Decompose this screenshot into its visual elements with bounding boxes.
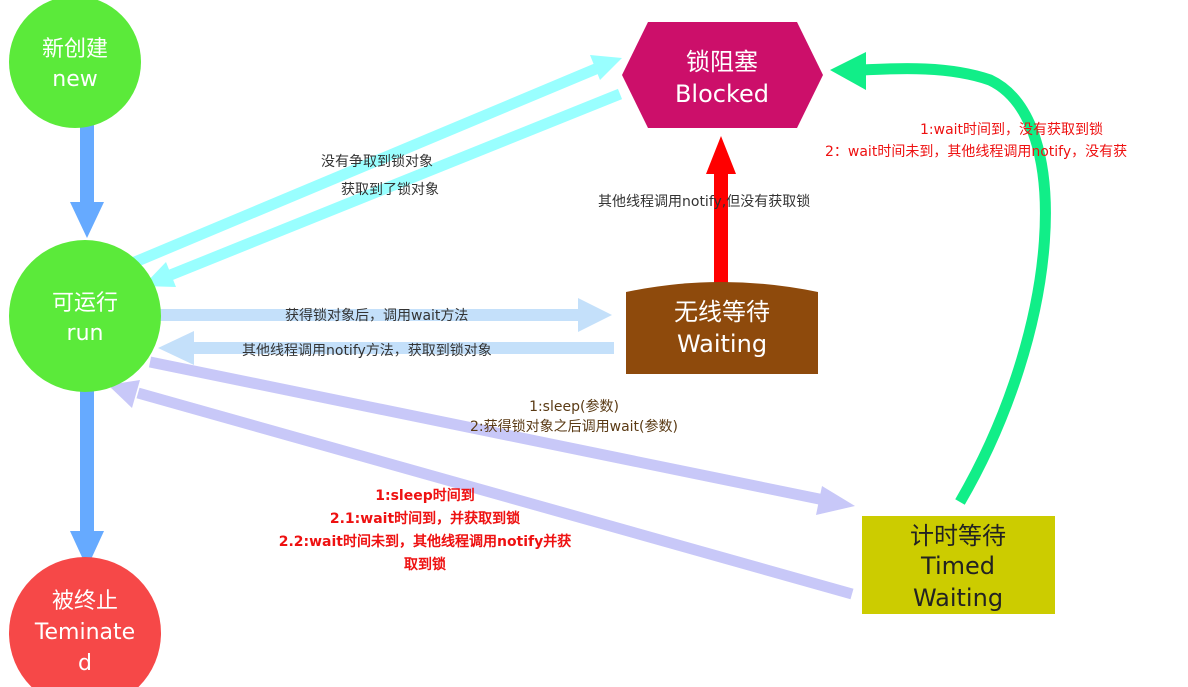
- state-terminated: 被终止 Teminate d: [9, 557, 161, 687]
- state-blocked-label-en: Blocked: [675, 80, 769, 108]
- label-run-to-blocked: 没有争取到锁对象: [321, 154, 433, 170]
- state-run-shape: [9, 240, 161, 392]
- state-new-label-cn: 新创建: [42, 37, 108, 62]
- arrow-new-to-run: [70, 112, 104, 238]
- label-run-to-timed-1: 1:sleep(参数): [529, 398, 619, 415]
- arrow-run-to-terminated: [70, 385, 104, 568]
- arrow-run-to-blocked: [132, 55, 622, 268]
- label-timed-to-blocked-1: 1:wait时间到，没有获取到锁: [920, 122, 1103, 138]
- arrow-run-to-timed: [148, 356, 855, 515]
- label-waiting-to-run: 其他线程调用notify方法，获取到锁对象: [242, 343, 492, 359]
- state-waiting: 无线等待 Waiting: [626, 282, 818, 374]
- label-blocked-to-run: 获取到了锁对象: [341, 182, 439, 198]
- state-blocked-label-cn: 锁阻塞: [686, 48, 758, 76]
- label-waiting-to-blocked: 其他线程调用notify,但没有获取锁: [598, 194, 810, 210]
- state-timed-waiting-shape: [862, 516, 1055, 614]
- state-terminated-label-cn: 被终止: [52, 589, 118, 614]
- state-timed-waiting-label-cn: 计时等待: [910, 522, 1006, 550]
- state-run-label-en: run: [67, 321, 104, 346]
- state-waiting-shape: [626, 282, 818, 374]
- state-waiting-label-en: Waiting: [677, 330, 767, 358]
- label-run-to-timed-2: 2:获得锁对象之后调用wait(参数): [470, 418, 678, 435]
- label-timed-to-run-4: 取到锁: [404, 556, 446, 573]
- state-timed-waiting-label-en: Timed: [920, 552, 995, 580]
- arrow-waiting-to-run: [158, 331, 614, 365]
- state-timed-waiting: 计时等待 Timed Waiting: [862, 516, 1055, 614]
- state-blocked-shape: [622, 22, 823, 128]
- state-new-shape: [9, 0, 141, 128]
- state-terminated-shape: [9, 557, 161, 687]
- label-timed-to-run-1: 1:sleep时间到: [375, 487, 474, 504]
- arrow-timed-to-blocked: [830, 52, 1051, 505]
- state-terminated-label-en: Teminate: [34, 620, 135, 645]
- state-run-label-cn: 可运行: [52, 291, 118, 316]
- label-timed-to-blocked-2: 2：wait时间未到，其他线程调用notify，没有获: [825, 144, 1127, 160]
- state-new: 新创建 new: [9, 0, 141, 128]
- state-blocked: 锁阻塞 Blocked: [622, 22, 823, 128]
- arrow-waiting-to-blocked: [706, 136, 736, 287]
- label-timed-to-run-2: 2.1:wait时间到，并获取到锁: [330, 510, 520, 527]
- state-timed-waiting-label-en-2: Waiting: [913, 584, 1003, 612]
- arrow-run-to-waiting: [160, 298, 612, 332]
- state-new-label-en: new: [52, 67, 97, 92]
- state-waiting-label-cn: 无线等待: [674, 298, 770, 326]
- label-timed-to-run-3: 2.2:wait时间未到，其他线程调用notify并获: [279, 533, 572, 550]
- label-run-to-waiting: 获得锁对象后，调用wait方法: [285, 307, 468, 324]
- state-run: 可运行 run: [9, 240, 161, 392]
- arrow-timed-to-run: [108, 380, 854, 600]
- state-terminated-label-en-2: d: [78, 651, 92, 676]
